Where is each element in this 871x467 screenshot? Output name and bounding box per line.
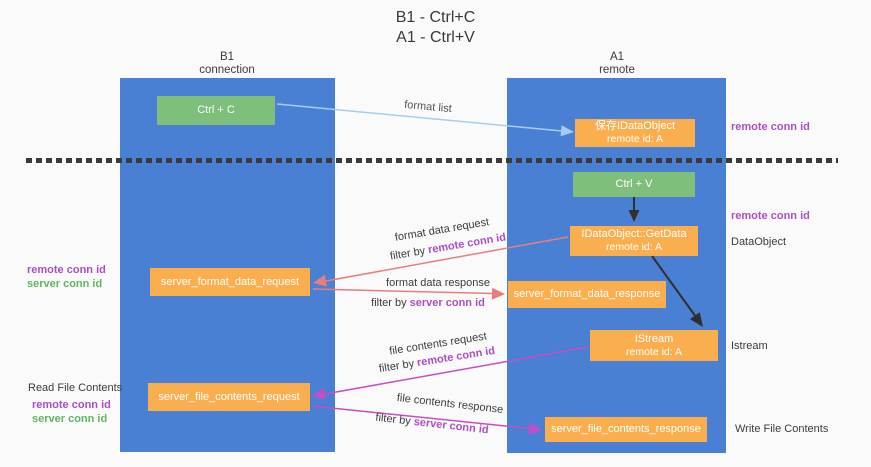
- remote-conn-id-text: remote conn id: [731, 121, 810, 133]
- node-istream-remote-id: remote id: A: [625, 345, 683, 358]
- format-data-request-arrowhead: [313, 274, 327, 287]
- format-data-response-arrow: [312, 288, 494, 295]
- remote-conn-id-text: remote conn id: [27, 264, 106, 276]
- istream-label: Istream: [731, 340, 768, 353]
- node-getdata-label: IDataObject::GetData: [581, 228, 687, 240]
- node-save-idataobject: 保存IDataObject remote id: A: [575, 119, 695, 147]
- dataobject-label: DataObject: [731, 236, 786, 249]
- filter-by-text: filter by: [371, 297, 407, 309]
- file-contents-request-arrow: [324, 346, 589, 395]
- getdata-to-istream-arrowhead: [689, 312, 703, 327]
- diagram-title: B1 - Ctrl+C A1 - Ctrl+V: [0, 8, 871, 48]
- left-remote-conn-id-1: remote conn id: [27, 264, 106, 277]
- node-idataobject-getdata: IDataObject::GetData remote id: A: [570, 226, 698, 256]
- node-server-file-contents-request: server_file_contents_request: [148, 383, 310, 411]
- node-server-format-data-request: server_format_data_request: [150, 268, 310, 296]
- read-file-contents-text: Read File Contents: [28, 382, 123, 394]
- lane-b1-name: B1: [219, 51, 235, 63]
- lane-a1-name: A1: [609, 51, 625, 63]
- node-server-file-contents-response: server_file_contents_response: [545, 417, 707, 442]
- node-server-format-data-response: server_format_data_response: [508, 281, 666, 308]
- node-format-request-label: server_format_data_request: [160, 275, 300, 288]
- node-istream: IStream remote id: A: [590, 330, 718, 361]
- node-save-idataobject-label: 保存IDataObject: [594, 120, 676, 132]
- server-conn-id-text: server conn id: [409, 297, 485, 309]
- label-filter-server-conn-id-1: filter by server conn id: [371, 297, 485, 309]
- node-save-idataobject-remote-id: remote id: A: [606, 133, 664, 145]
- node-file-response-label: server_file_contents_response: [551, 423, 701, 435]
- file-contents-response-arrowhead: [528, 422, 542, 435]
- file-contents-request-arrowhead: [312, 387, 326, 400]
- left-remote-conn-id-2: remote conn id: [32, 399, 111, 412]
- node-getdata-remote-id: remote id: A: [605, 241, 663, 253]
- lane-header-b1: B1 connection: [147, 51, 307, 77]
- label-format-data-response: format data response: [386, 277, 490, 289]
- label-format-data-response-text: format data response: [386, 277, 490, 289]
- node-format-response-label: server_format_data_response: [513, 288, 661, 300]
- node-istream-label: IStream: [634, 332, 674, 345]
- getdata-to-istream-arrow: [651, 255, 697, 318]
- node-ctrl-c: Ctrl + C: [157, 96, 275, 125]
- dotted-separator-line: [26, 158, 838, 163]
- node-ctrl-v: Ctrl + V: [573, 172, 695, 197]
- format-data-response-arrowhead: [491, 287, 505, 300]
- title-line-2: A1 - Ctrl+V: [396, 29, 475, 46]
- istream-text: Istream: [731, 340, 768, 352]
- title-line-1: B1 - Ctrl+C: [395, 9, 476, 26]
- lane-header-a1: A1 remote: [537, 51, 697, 77]
- right-remote-conn-id-2: remote conn id: [731, 210, 810, 223]
- read-file-contents-label: Read File Contents: [28, 382, 122, 395]
- node-ctrl-v-label: Ctrl + V: [615, 178, 653, 190]
- format-data-request-arrow: [325, 236, 569, 282]
- write-file-contents-label: Write File Contents: [735, 423, 828, 436]
- format-list-arrow: [276, 103, 563, 132]
- right-remote-conn-id-1: remote conn id: [731, 121, 810, 134]
- server-conn-id-text: server conn id: [32, 413, 108, 425]
- file-contents-response-arrow: [311, 405, 530, 430]
- lane-a1-role: remote: [599, 64, 635, 76]
- left-server-conn-id-2: server conn id: [32, 413, 107, 426]
- left-server-conn-id-1: server conn id: [27, 278, 102, 291]
- format-list-arrowhead: [560, 125, 574, 137]
- node-file-request-label: server_file_contents_request: [158, 390, 300, 403]
- remote-conn-id-text: remote conn id: [32, 399, 111, 411]
- node-ctrl-c-label: Ctrl + C: [197, 104, 235, 116]
- remote-conn-id-text: remote conn id: [731, 210, 810, 222]
- write-file-contents-text: Write File Contents: [735, 423, 829, 435]
- dataobject-text: DataObject: [731, 236, 787, 248]
- ctrlv-to-getdata-arrowhead: [628, 210, 640, 222]
- server-conn-id-text: server conn id: [27, 278, 103, 290]
- lane-b1-role: connection: [199, 64, 255, 76]
